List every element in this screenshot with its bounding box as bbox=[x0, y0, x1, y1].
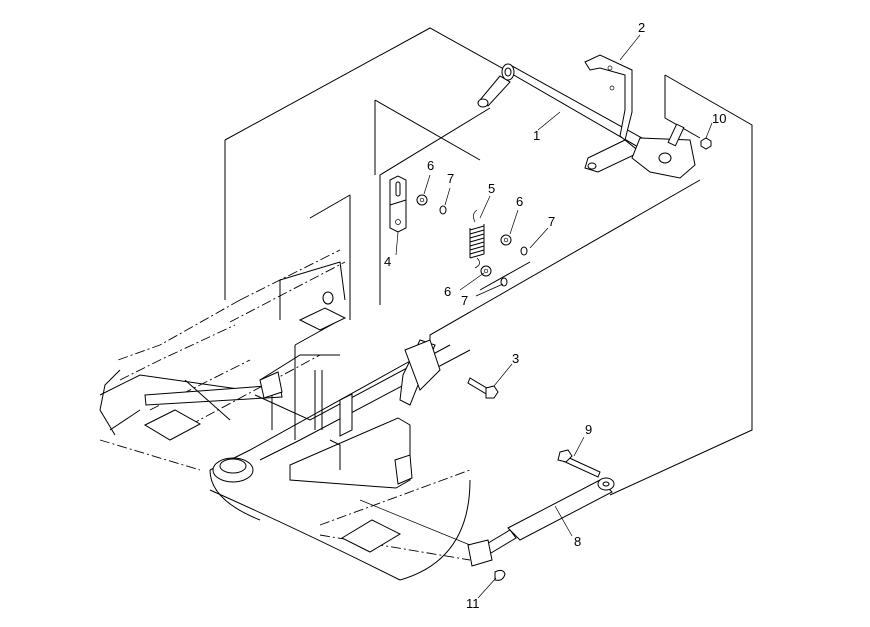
callout-6a: 6 bbox=[427, 158, 434, 173]
callout-2: 2 bbox=[638, 20, 645, 35]
bolt-part-9 bbox=[557, 449, 601, 478]
callout-6b: 6 bbox=[516, 194, 523, 209]
nut-part-10 bbox=[700, 137, 712, 150]
callout-7a: 7 bbox=[447, 171, 454, 186]
bolt-part-3 bbox=[467, 377, 499, 399]
callout-1: 1 bbox=[533, 128, 540, 143]
callout-8: 8 bbox=[574, 534, 581, 549]
grouping-lines bbox=[224, 27, 753, 496]
callout-10: 10 bbox=[712, 111, 726, 126]
damper-part bbox=[467, 477, 615, 567]
clip-part-11 bbox=[494, 569, 506, 581]
callout-7c: 7 bbox=[461, 293, 468, 308]
leader-lines bbox=[395, 34, 713, 599]
link-plate-part bbox=[389, 175, 407, 233]
callout-4: 4 bbox=[384, 254, 391, 269]
callout-7b: 7 bbox=[548, 214, 555, 229]
callout-6c: 6 bbox=[444, 284, 451, 299]
callout-9: 9 bbox=[585, 422, 592, 437]
chassis-frame bbox=[99, 249, 471, 581]
callout-11: 11 bbox=[466, 596, 480, 611]
bracket-part bbox=[584, 54, 633, 141]
cross-shaft-part bbox=[477, 63, 696, 179]
callout-5: 5 bbox=[488, 181, 495, 196]
callout-labels: 1 2 10 6 7 5 6 7 4 6 7 3 9 8 11 bbox=[384, 20, 726, 611]
callout-3: 3 bbox=[512, 351, 519, 366]
spring-part bbox=[469, 209, 485, 269]
washers-and-clips bbox=[416, 194, 528, 287]
